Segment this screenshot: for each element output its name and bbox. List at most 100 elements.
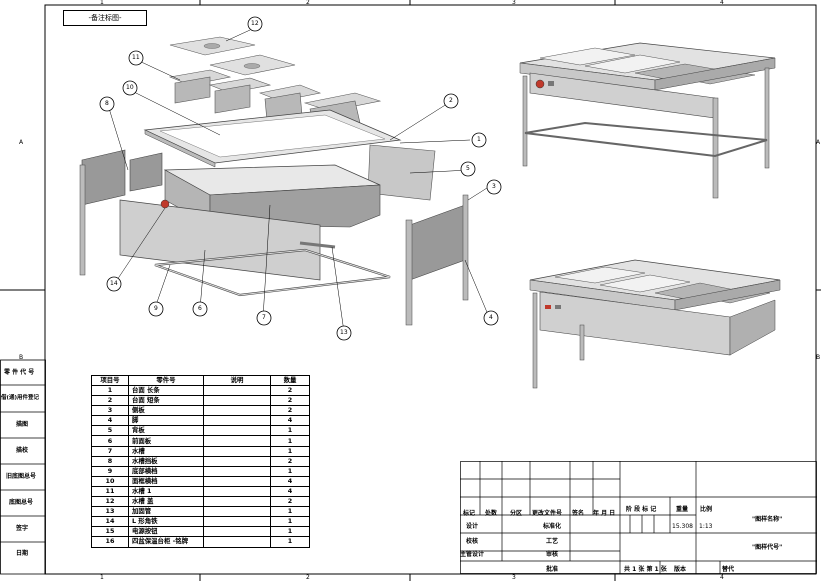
bom-quantity: 1 [270, 445, 310, 457]
bom-description [203, 465, 271, 477]
callout-12: 12 [251, 20, 259, 27]
zone-right-a: A [816, 139, 821, 146]
callout-3: 3 [492, 183, 496, 190]
zone-bottom-2: 2 [306, 574, 310, 581]
bom-col-part: 零件号 [128, 375, 204, 386]
bom-item-no: 5 [91, 425, 129, 437]
bom-part-name: 台面 长条 [128, 384, 204, 397]
bom-item-no: 15 [91, 526, 129, 538]
bom-item-no: 9 [91, 465, 129, 477]
bom-quantity: 2 [270, 384, 310, 397]
tb-drawing-name: "图样名称" [752, 516, 783, 523]
bom-col-qty: 数量 [270, 375, 310, 386]
bom-part-name: 水槽 [128, 445, 204, 457]
tb-rev-date: 年 月 日 [593, 510, 616, 517]
zone-left-b: B [19, 354, 24, 361]
bom-item-no: 1 [91, 384, 129, 397]
bom-description [203, 425, 271, 437]
bom-quantity: 1 [270, 516, 310, 528]
bom-quantity: 2 [270, 455, 310, 467]
tb-rev-count: 处数 [485, 510, 498, 517]
bom-part-name: 侧板 [128, 405, 204, 417]
callout-1: 1 [477, 136, 481, 143]
bom-description [203, 496, 271, 508]
bom-part-name: 四盆保温台柜 -铭牌 [128, 536, 204, 548]
bom-description [203, 395, 271, 407]
power-knob-shape [160, 199, 170, 209]
bom-item-no: 3 [91, 405, 129, 417]
tb-stage-label: 阶 段 标 记 [626, 506, 657, 513]
callout-4: 4 [489, 314, 493, 321]
callout-5: 5 [466, 165, 470, 172]
assembled-view-with-stand [519, 42, 776, 199]
strip-old-base-no: 旧底图总号 [6, 473, 37, 480]
tb-scale-label: 比例 [700, 506, 713, 513]
bom-item-no: 8 [91, 455, 129, 467]
strip-trace-check: 描校 [16, 447, 29, 454]
strip-tracing: 描图 [16, 421, 29, 428]
tb-rev-sign: 签名 [572, 510, 585, 517]
zone-bottom-4: 4 [720, 574, 724, 581]
bom-part-name: 水槽 盖 [128, 496, 204, 508]
tb-weight-label: 重量 [676, 506, 689, 513]
zone-top-2: 2 [306, 0, 310, 6]
strip-common-parts: 借(通)用件登记 [1, 395, 40, 401]
bom-description [203, 415, 271, 427]
strip-part-code: 零 件 代 号 [4, 369, 35, 376]
callout-10: 10 [126, 84, 134, 91]
bom-part-name: 面框横档 [128, 475, 204, 487]
bom-part-name: L 形角铁 [128, 516, 204, 528]
bom-part-name: 底部横档 [128, 465, 204, 477]
bom-item-no: 16 [91, 536, 129, 548]
bom-col-desc: 说明 [203, 375, 271, 386]
bom-quantity: 4 [270, 415, 310, 427]
bom-quantity: 2 [270, 395, 310, 407]
bom-description [203, 435, 271, 447]
bom-description [203, 516, 271, 528]
callout-13: 13 [340, 329, 348, 336]
strip-date: 日期 [16, 550, 29, 557]
tb-role-review: 审核 [546, 551, 559, 558]
bom-description [203, 485, 271, 498]
title-block [460, 461, 817, 574]
zone-top-1: 1 [100, 0, 104, 6]
callout-11: 11 [132, 54, 140, 61]
bom-quantity: 1 [270, 506, 310, 518]
tb-role-approve: 批准 [546, 566, 559, 573]
bom-part-name: 水槽挡板 [128, 455, 204, 467]
zone-bottom-1: 1 [100, 574, 104, 581]
bom-item-no: 7 [91, 445, 129, 457]
bom-part-name: 电源按钮 [128, 526, 204, 538]
bom-description [203, 475, 271, 487]
bom-quantity: 2 [270, 405, 310, 417]
bom-part-name: 前面板 [128, 435, 204, 447]
callout-2: 2 [449, 97, 453, 104]
tb-version: 版本 [674, 566, 687, 573]
bom-item-no: 10 [91, 475, 129, 487]
tb-rev-file: 更改文件号 [532, 510, 563, 517]
tb-role-standard: 标准化 [543, 523, 562, 530]
tb-rev-mark: 标记 [463, 510, 476, 517]
drawing-header-title: -备注标图- [63, 10, 147, 26]
bom-description [203, 405, 271, 417]
bom-item-no: 2 [91, 395, 129, 407]
bom-description [203, 445, 271, 457]
bom-item-no: 4 [91, 415, 129, 427]
zone-top-4: 4 [720, 0, 724, 6]
callout-7: 7 [262, 314, 266, 321]
tb-role-chief: 主管设计 [460, 551, 485, 558]
bom-item-no: 12 [91, 496, 129, 508]
